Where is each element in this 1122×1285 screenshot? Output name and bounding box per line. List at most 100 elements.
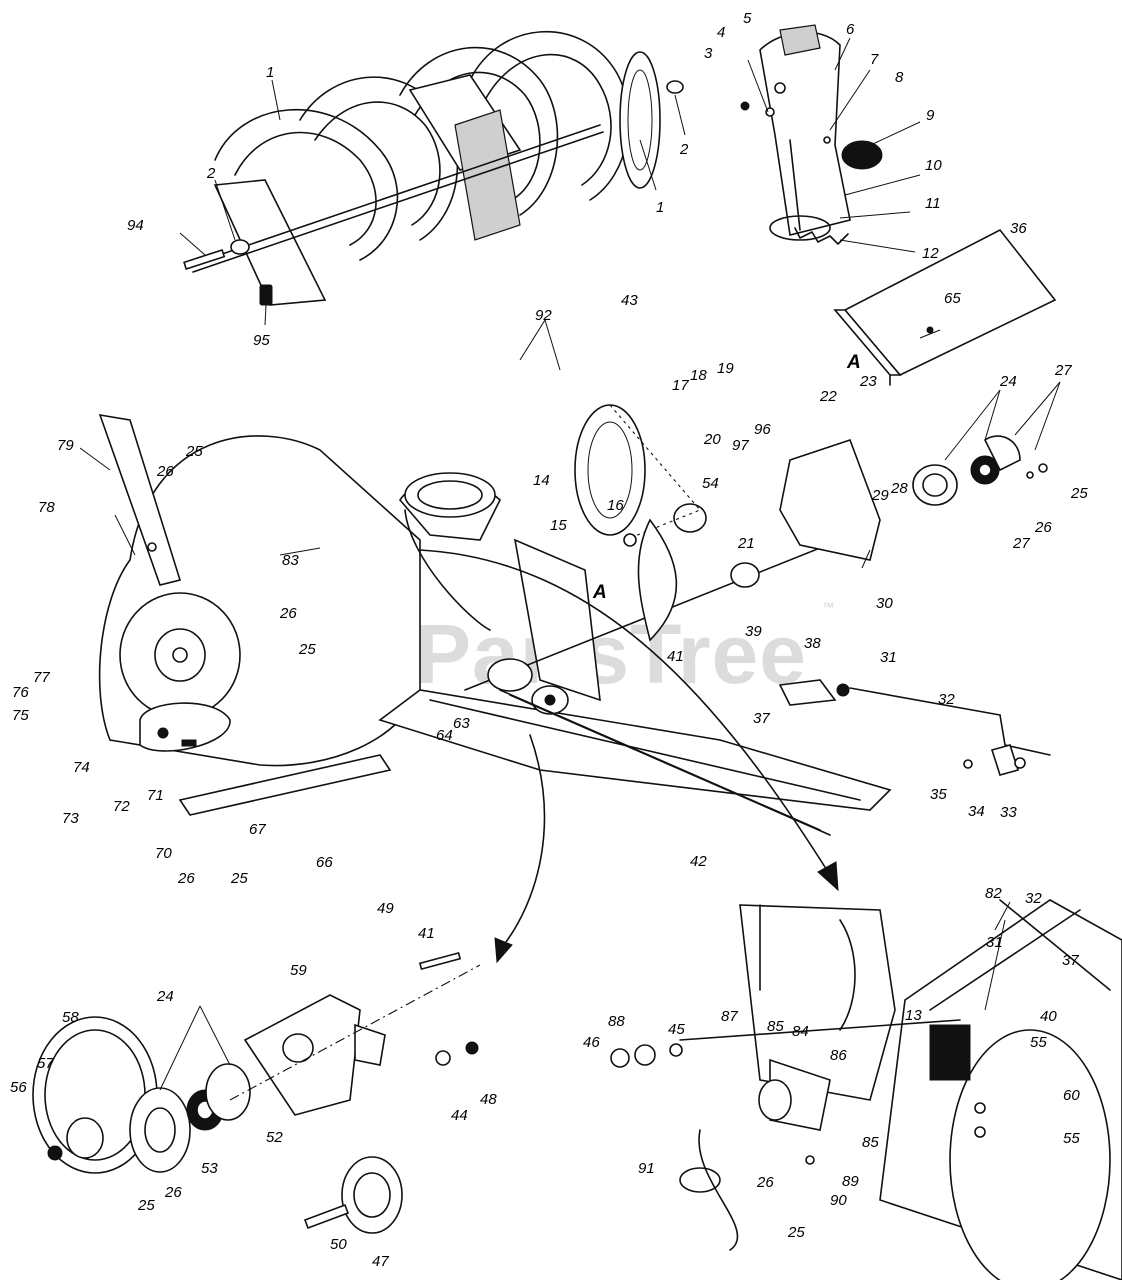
callout-63: 63 — [453, 715, 470, 732]
watermark-trademark: ™ — [822, 600, 834, 614]
callout-1: 1 — [266, 64, 274, 81]
callout-43: 43 — [621, 292, 638, 309]
callout-73: 73 — [62, 810, 79, 827]
callout-85: 85 — [862, 1134, 879, 1151]
callout-31: 31 — [986, 934, 1003, 951]
callout-94: 94 — [127, 217, 144, 234]
callout-64: 64 — [436, 727, 453, 744]
callout-97: 97 — [732, 437, 749, 454]
callout-32: 32 — [938, 691, 955, 708]
callout-1: 1 — [656, 199, 664, 216]
callout-72: 72 — [113, 798, 130, 815]
callout-34: 34 — [968, 803, 985, 820]
callout-53: 53 — [201, 1160, 218, 1177]
chute-assembly — [740, 24, 883, 245]
callout-50: 50 — [330, 1236, 347, 1253]
callout-25: 25 — [298, 641, 316, 658]
callout-35: 35 — [930, 786, 947, 803]
callout-49: 49 — [377, 900, 394, 917]
callout-25: 25 — [1070, 485, 1088, 502]
callout-25: 25 — [137, 1197, 155, 1214]
callout-54: 54 — [702, 475, 719, 492]
callout-58: 58 — [62, 1009, 79, 1026]
callout-25: 25 — [185, 443, 203, 460]
reference-letter-a-lower: A — [592, 582, 607, 603]
callout-26: 26 — [177, 870, 195, 887]
callout-13: 13 — [905, 1007, 922, 1024]
bearing-bracket-30 — [779, 435, 1048, 561]
callout-96: 96 — [754, 421, 771, 438]
callout-26: 26 — [164, 1184, 182, 1201]
callout-12: 12 — [922, 245, 939, 262]
callout-25: 25 — [230, 870, 248, 887]
callout-41: 41 — [418, 925, 435, 942]
callout-28: 28 — [890, 480, 908, 497]
callout-79: 79 — [57, 437, 74, 454]
callout-37: 37 — [1062, 952, 1079, 969]
callout-41: 41 — [667, 648, 684, 665]
callout-71: 71 — [147, 787, 164, 804]
callout-33: 33 — [1000, 804, 1017, 821]
callout-67: 67 — [249, 821, 266, 838]
chute-crank-32 — [778, 679, 1051, 776]
callout-84: 84 — [792, 1023, 809, 1040]
callout-83: 83 — [282, 552, 299, 569]
callout-77: 77 — [33, 669, 50, 686]
callout-30: 30 — [876, 595, 893, 612]
callout-29: 29 — [871, 487, 889, 504]
chain-drive — [574, 404, 760, 642]
callout-27: 27 — [1012, 535, 1030, 552]
callout-2: 2 — [679, 141, 689, 158]
callout-18: 18 — [690, 367, 707, 384]
leader-lines — [79, 37, 1061, 1091]
callout-55: 55 — [1063, 1130, 1080, 1147]
pulley-group — [32, 951, 481, 1234]
callout-74: 74 — [73, 759, 90, 776]
callout-26: 26 — [279, 605, 297, 622]
callout-15: 15 — [550, 517, 567, 534]
callout-47: 47 — [372, 1253, 389, 1270]
callout-82: 82 — [985, 885, 1002, 902]
callout-85: 85 — [767, 1018, 784, 1035]
callout-88: 88 — [608, 1013, 625, 1030]
callout-2: 2 — [206, 165, 216, 182]
callout-8: 8 — [895, 69, 904, 86]
callout-19: 19 — [717, 360, 734, 377]
callout-23: 23 — [859, 373, 877, 390]
callout-21: 21 — [737, 535, 755, 552]
callout-52: 52 — [266, 1129, 283, 1146]
callout-26: 26 — [756, 1174, 774, 1191]
callout-44: 44 — [451, 1107, 468, 1124]
callout-10: 10 — [925, 157, 942, 174]
callout-7: 7 — [870, 51, 879, 68]
callout-24: 24 — [156, 988, 174, 1005]
callout-labels: 1 1 2 2 3 4 5 6 7 8 9 10 11 12 13 14 15 … — [10, 10, 1088, 1270]
callout-27: 27 — [1054, 362, 1072, 379]
callout-89: 89 — [842, 1173, 859, 1190]
callout-32: 32 — [1025, 890, 1042, 907]
callout-37: 37 — [753, 710, 770, 727]
callout-9: 9 — [926, 107, 935, 124]
callout-20: 20 — [703, 431, 721, 448]
auger-housing — [98, 413, 892, 836]
callout-56: 56 — [10, 1079, 27, 1096]
callout-76: 76 — [12, 684, 29, 701]
callout-6: 6 — [846, 21, 855, 38]
callout-65: 65 — [944, 290, 961, 307]
callout-90: 90 — [830, 1192, 847, 1209]
callout-87: 87 — [721, 1008, 738, 1025]
callout-4: 4 — [717, 24, 725, 41]
callout-45: 45 — [668, 1021, 685, 1038]
callout-55: 55 — [1030, 1034, 1047, 1051]
callout-3: 3 — [704, 45, 713, 62]
shield-36 — [833, 228, 1057, 386]
callout-26: 26 — [156, 463, 174, 480]
callout-24: 24 — [999, 373, 1017, 390]
callout-5: 5 — [743, 10, 752, 27]
watermark: PartsTree ™ — [415, 600, 834, 701]
callout-57: 57 — [37, 1055, 54, 1072]
callout-11: 11 — [925, 195, 941, 212]
callout-78: 78 — [38, 499, 55, 516]
